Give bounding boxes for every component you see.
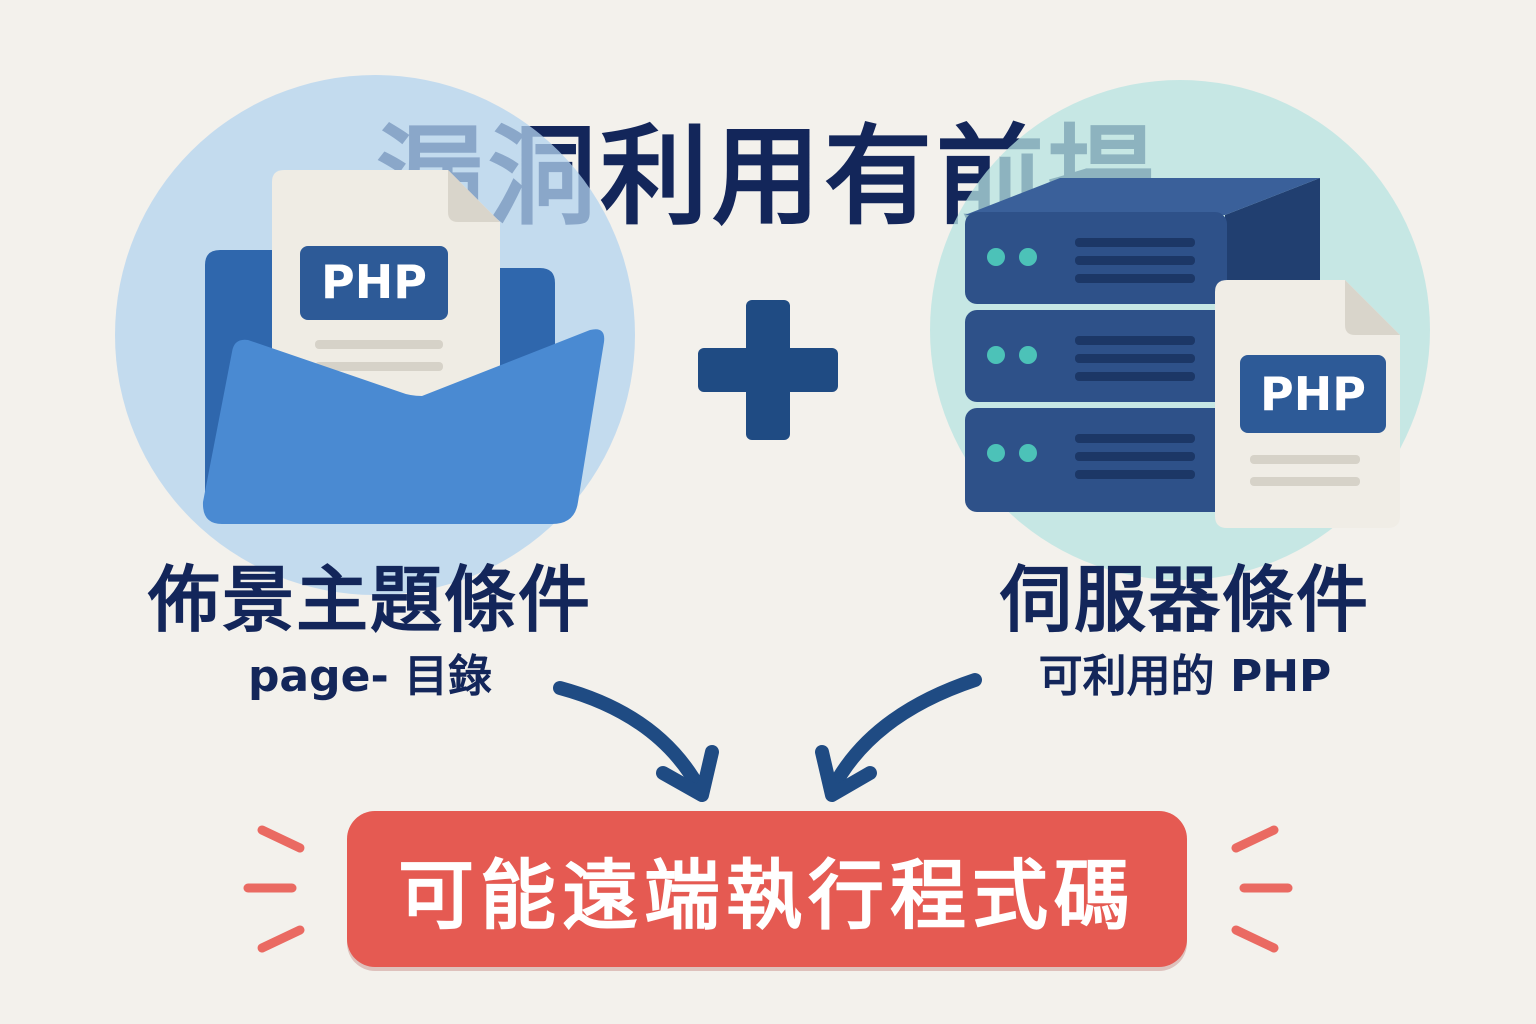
server-php-file-icon: PHP	[1215, 280, 1400, 528]
result-banner: 可能遠端執行程式碼	[347, 811, 1187, 967]
right-condition-subheading: 可利用的 PHP	[1038, 651, 1332, 702]
left-condition: 佈景主題條件 page- 目錄	[70, 555, 670, 705]
left-burst-icon	[243, 825, 305, 953]
right-arrow-icon	[815, 673, 982, 802]
left-arrow-icon	[553, 681, 719, 802]
left-condition-subheading: page- 目錄	[247, 651, 493, 702]
folder-icon: PHP	[202, 170, 605, 524]
result-label: 可能遠端執行程式碼	[398, 851, 1136, 940]
left-condition-heading: 佈景主題條件	[147, 558, 592, 642]
left-php-badge: PHP	[321, 255, 427, 309]
right-condition: 伺服器條件 可利用的 PHP	[880, 555, 1490, 705]
right-php-badge: PHP	[1260, 367, 1366, 421]
right-burst-icon	[1231, 825, 1293, 953]
right-condition-heading: 伺服器條件	[999, 558, 1370, 642]
plus-icon	[698, 300, 838, 440]
